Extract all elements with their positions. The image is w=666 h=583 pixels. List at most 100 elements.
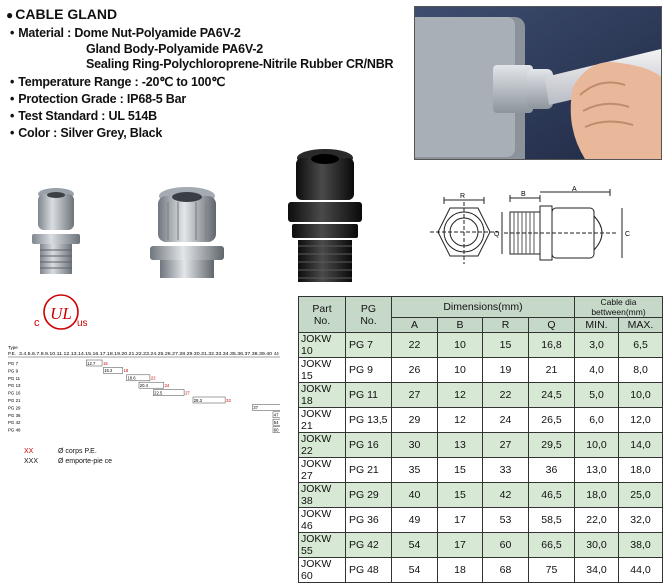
spec-label: Test Standard : UL 514B <box>18 109 157 123</box>
cell-b: 12 <box>437 382 483 408</box>
cell-part: JOKW 46 <box>298 507 346 533</box>
header-dimensions: Dimensions(mm) <box>391 296 575 318</box>
header-part-line-1: Part <box>312 302 332 315</box>
cell-q: 29,5 <box>528 432 575 458</box>
chart-row-max: 33 <box>226 398 231 403</box>
cell-q: 21 <box>528 357 575 383</box>
spec-label: Sealing Ring-Polychloroprene-Nitrile Rub… <box>86 57 394 71</box>
header-part-line-2: No. <box>313 314 331 327</box>
technical-drawing: R B A Q C <box>430 186 630 264</box>
cell-a: 26 <box>391 357 438 383</box>
cell-max: 10,0 <box>618 382 663 408</box>
cell-max: 8,0 <box>618 357 663 383</box>
chart-range-bar <box>138 381 164 389</box>
dimensions-table: Part No. PG No. Dimensions(mm) Cable dia… <box>298 296 663 583</box>
spec-bullet: • <box>10 109 15 123</box>
spec-color: •Color : Silver Grey, Black <box>10 126 162 140</box>
cell-q: 58,5 <box>528 507 575 533</box>
spec-label: Color : Silver Grey, Black <box>18 126 163 140</box>
cell-pg: PG 29 <box>345 482 392 508</box>
legend-text: Ø corps P.E. <box>58 448 97 455</box>
pg-range-chart: Type P.E. 3.4.5.6.7.8.9.10.11.12.13.14.1… <box>8 346 280 433</box>
cell-pg: PG 7 <box>345 332 392 358</box>
chart-row-type: PG 7 <box>8 361 19 366</box>
cell-part: JOKW 27 <box>298 457 346 483</box>
chart-row-type: PG 29 <box>8 405 21 410</box>
cell-b: 15 <box>437 482 483 508</box>
cell-min: 34,0 <box>574 557 619 583</box>
cell-a: 49 <box>391 507 438 533</box>
cell-max: 44,0 <box>618 557 663 583</box>
ul-c-mark: c <box>34 317 40 329</box>
header-q: Q <box>528 317 575 333</box>
spec-gland-body: Gland Body-Polyamide PA6V-2 <box>86 42 263 56</box>
cell-r: 15 <box>482 332 529 358</box>
chart-row-max: 22 <box>151 376 156 381</box>
cell-r: 42 <box>482 482 529 508</box>
chart-row-min: 15.2 <box>104 368 113 373</box>
cell-max: 32,0 <box>618 507 663 533</box>
cell-part: JOKW 18 <box>298 382 346 408</box>
cell-min: 13,0 <box>574 457 619 483</box>
ul-certification-logo: UL c us <box>34 294 88 330</box>
chart-row-type: PG 21 <box>8 398 21 403</box>
spec-temperature: •Temperature Range : -20℃ to 100℃ <box>10 74 225 89</box>
chart-scale: 3.4.5.6.7.8.9.10.11.12.13.14.15.16.17.18… <box>19 351 273 356</box>
chart-scale-end: 44 <box>274 351 279 356</box>
page-title: ●CABLE GLAND <box>6 6 117 22</box>
cell-a: 35 <box>391 457 438 483</box>
chart-row-max: 15 <box>103 361 108 366</box>
spec-bullet: • <box>10 26 15 40</box>
cell-min: 10,0 <box>574 432 619 458</box>
cell-b: 18 <box>437 557 483 583</box>
chart-range-bar <box>272 411 280 419</box>
chart-row-type: PG 13 <box>8 383 21 388</box>
chart-range-bar <box>126 374 151 382</box>
spec-test-standard: •Test Standard : UL 514B <box>10 109 157 123</box>
chart-range-bar <box>192 396 226 404</box>
cell-part: JOKW 38 <box>298 482 346 508</box>
cell-min: 6,0 <box>574 407 619 433</box>
chart-row-min: 22.5 <box>154 390 163 395</box>
chart-range-bar <box>86 359 103 367</box>
header-a: A <box>391 317 438 333</box>
header-part-no: Part No. <box>298 296 346 333</box>
cell-part: JOKW 22 <box>298 432 346 458</box>
drawing-label-q: Q <box>494 231 500 238</box>
cell-max: 18,0 <box>618 457 663 483</box>
header-r: R <box>482 317 529 333</box>
cell-pg: PG 16 <box>345 432 392 458</box>
cell-min: 18,0 <box>574 482 619 508</box>
cell-min: 4,0 <box>574 357 619 383</box>
spec-label: Gland Body-Polyamide PA6V-2 <box>86 42 264 56</box>
cell-pg: PG 42 <box>345 532 392 558</box>
chart-row-min: 60 <box>274 427 279 432</box>
cell-r: 27 <box>482 432 529 458</box>
cell-q: 16,8 <box>528 332 575 358</box>
chart-row-type: PG 48 <box>8 428 21 433</box>
cell-b: 10 <box>437 332 483 358</box>
cell-r: 33 <box>482 457 529 483</box>
spec-label: Temperature Range : -20℃ to 100℃ <box>18 75 226 89</box>
chart-row-min: 12.7 <box>87 361 96 366</box>
spec-label: Protection Grade : IP68-5 Bar <box>18 92 187 106</box>
legend-text: Ø emporte-pie ce <box>58 458 113 465</box>
cell-q: 46,5 <box>528 482 575 508</box>
chart-row-min: 37 <box>253 405 258 410</box>
cell-max: 12,0 <box>618 407 663 433</box>
header-max: MAX. <box>618 317 663 333</box>
spec-bullet: • <box>10 75 15 89</box>
header-cable-dia: Cable dia bettween(mm) <box>574 296 663 318</box>
cell-a: 40 <box>391 482 438 508</box>
header-pg-line-1: PG <box>360 302 377 315</box>
